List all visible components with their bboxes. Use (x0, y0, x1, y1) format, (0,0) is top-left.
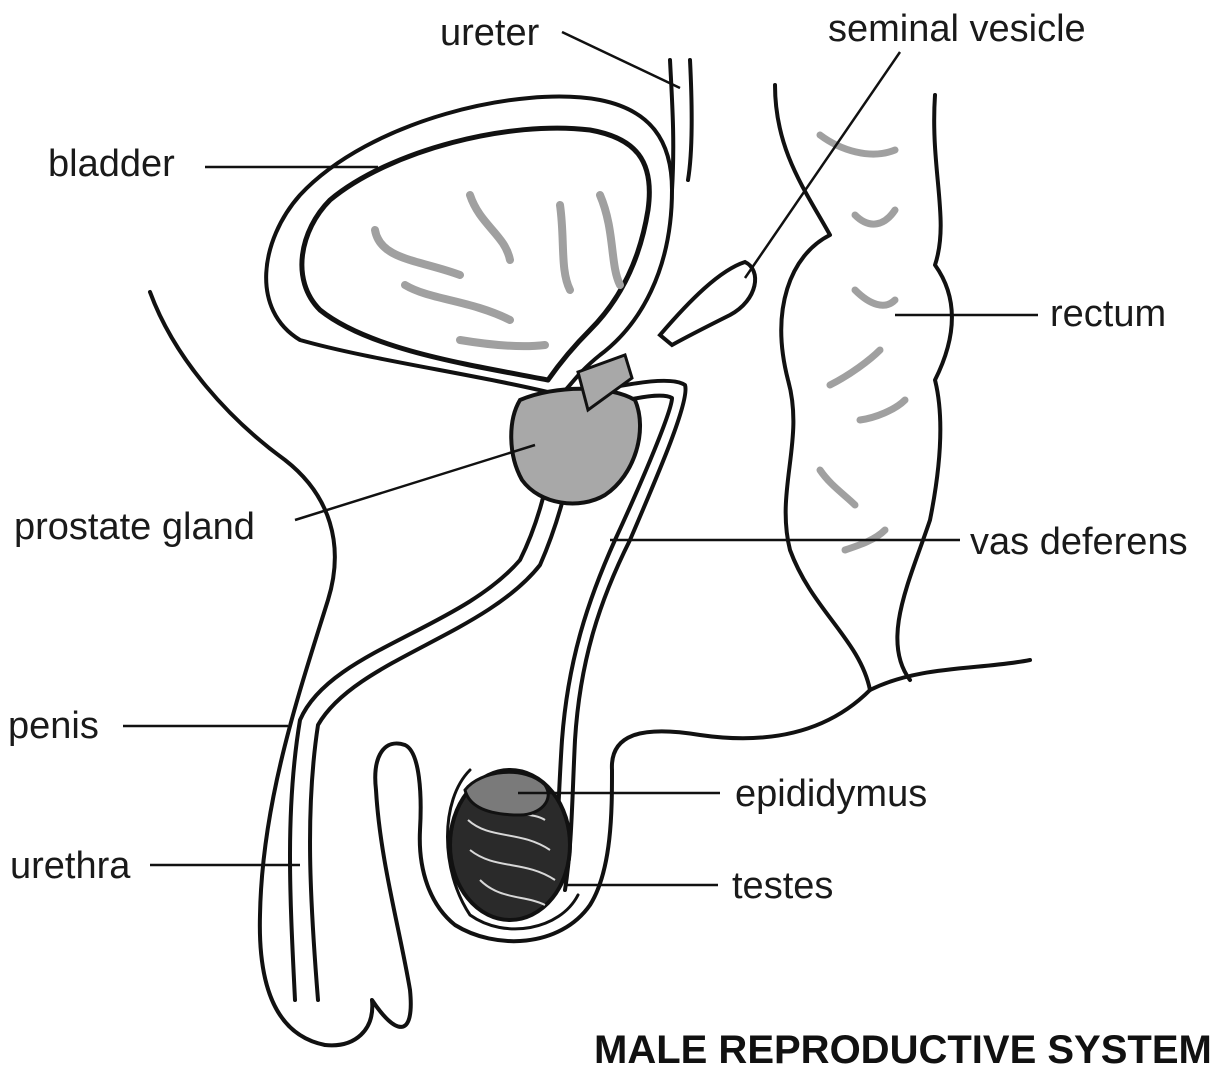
leader-ureter (562, 32, 680, 88)
leader-seminal-vesicle (745, 52, 900, 278)
abdomen-outline (150, 292, 335, 1045)
rectum-wall-right (897, 95, 952, 680)
bladder-folds (375, 195, 620, 346)
label-ureter: ureter (440, 14, 539, 52)
leader-prostate-gland (295, 445, 535, 520)
rectum-wall-left (775, 85, 870, 690)
penis-outline (325, 660, 1030, 1045)
label-bladder: bladder (48, 145, 175, 183)
label-vas-deferens: vas deferens (970, 523, 1188, 561)
label-testes: testes (732, 867, 833, 905)
label-seminal-vesicle: seminal vesicle (828, 10, 1086, 48)
label-urethra: urethra (10, 847, 130, 885)
diagram-title: MALE REPRODUCTIVE SYSTEM (594, 1030, 1212, 1070)
label-epididymus: epididymus (735, 775, 927, 813)
rectum-folds (820, 135, 905, 550)
label-rectum: rectum (1050, 295, 1166, 333)
label-prostate-gland: prostate gland (14, 508, 255, 546)
seminal-vesicle-shape (660, 262, 755, 345)
label-penis: penis (8, 707, 99, 745)
ureter-tube-b (688, 60, 692, 180)
